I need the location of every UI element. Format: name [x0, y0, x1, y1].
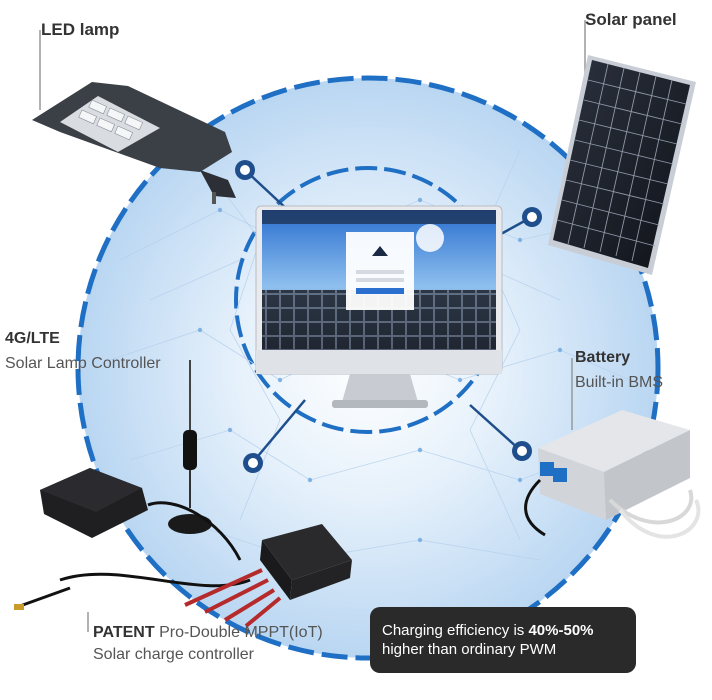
battery-illustration	[524, 410, 701, 539]
node-led	[235, 160, 255, 180]
node-battery	[512, 441, 532, 461]
callout-line-1: Charging efficiency is 40%-50%	[382, 621, 636, 640]
mppt-subtitle-label: Solar charge controller	[93, 646, 254, 663]
lte-controller-illustration	[14, 360, 251, 610]
node-controller	[243, 453, 263, 473]
lte-title-label: 4G/LTE	[5, 330, 60, 347]
patent-word: PATENT	[93, 624, 155, 641]
battery-subtitle-label: Built-in BMS	[575, 374, 664, 391]
callout-prefix: Charging efficiency is	[382, 622, 529, 639]
battery-title-label: Battery	[575, 349, 631, 366]
monitor-illustration	[255, 205, 503, 408]
led-lamp-label: LED lamp	[41, 20, 120, 39]
charging-efficiency-callout: Charging efficiency is 40%-50% higher th…	[370, 607, 636, 673]
callout-line-2: higher than ordinary PWM	[382, 641, 557, 658]
patent-rest: Pro-Double MPPT(IoT)	[159, 624, 323, 641]
solar-panel-label: Solar panel	[585, 10, 677, 29]
node-solar	[522, 207, 542, 227]
outer-dashed-ring	[75, 75, 661, 661]
mppt-controller-illustration	[184, 524, 352, 628]
solar-panel-illustration	[548, 55, 696, 275]
callout-value: 40%-50%	[528, 622, 594, 639]
lte-subtitle-label: Solar Lamp Controller	[5, 355, 161, 372]
led-lamp-illustration	[32, 82, 236, 204]
patent-label: PATENT Pro-Double MPPT(IoT)	[93, 624, 323, 642]
connector-nodes	[235, 160, 542, 473]
